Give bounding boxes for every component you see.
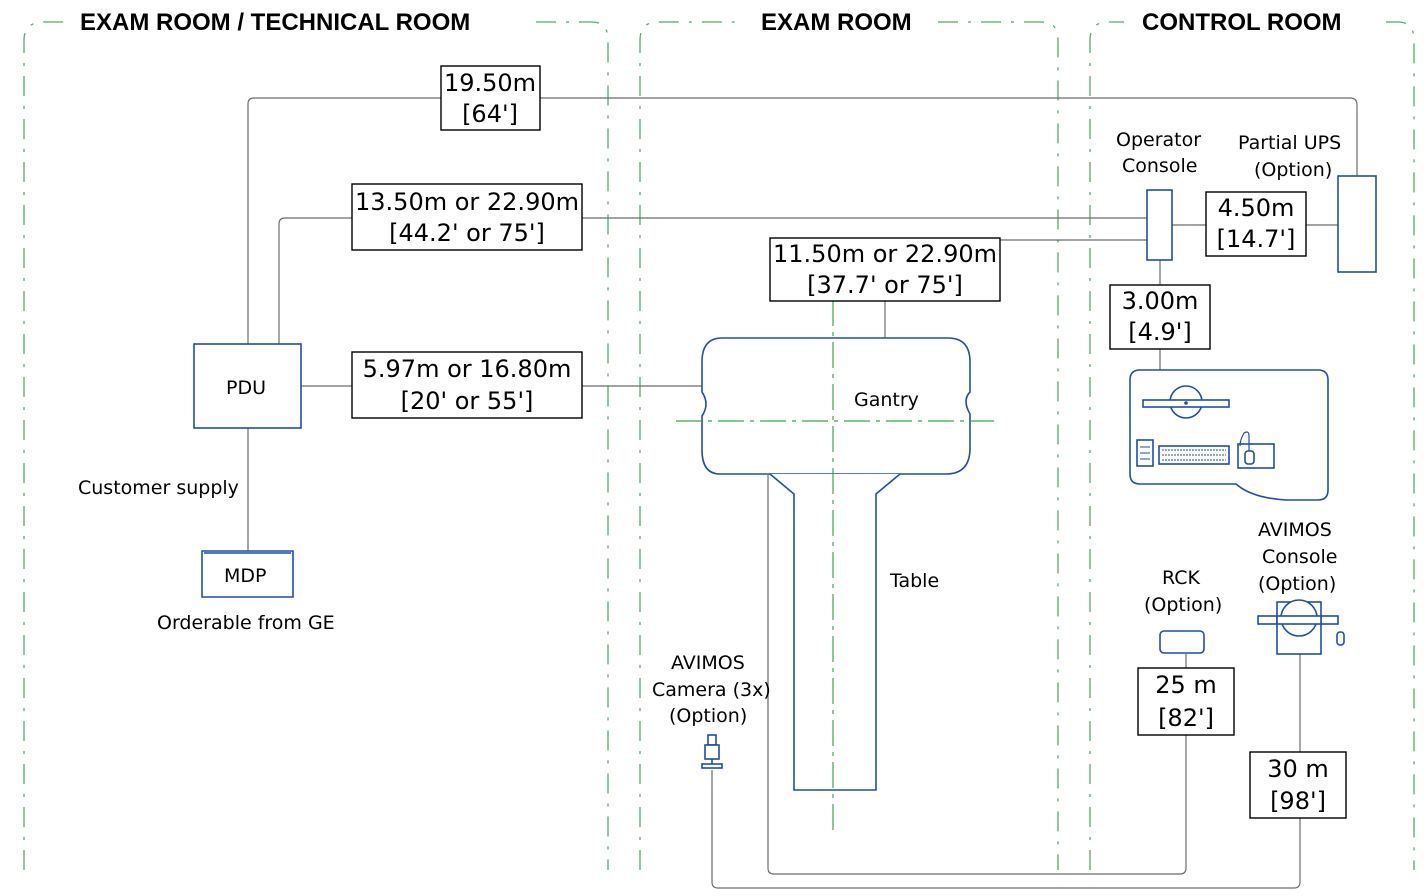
length-box-4-50: 4.50m [14.7']	[1205, 191, 1307, 257]
room-right-boundary-b	[1386, 21, 1415, 870]
room-left-boundary-a	[23, 21, 66, 870]
rck-label-1: RCK	[1162, 567, 1201, 589]
cable-table-rck	[767, 475, 1187, 875]
length-19-50-metric: 19.50m	[444, 69, 536, 97]
mdp-note: Orderable from GE	[157, 612, 335, 634]
length-4-50-imperial: [14.7']	[1217, 225, 1296, 253]
avimos-mouse-icon	[1336, 631, 1345, 646]
length-25m-metric: 25 m	[1155, 671, 1217, 699]
rck-box	[1159, 630, 1205, 654]
room-right-boundary-a	[1089, 21, 1124, 870]
avimos-console-label-3: (Option)	[1258, 573, 1336, 595]
length-box-30m-frame	[1249, 751, 1347, 819]
length-box-11-50: 11.50m or 22.90m [37.7' or 75']	[769, 237, 1001, 302]
operator-console-box	[1146, 189, 1173, 261]
avimos-camera-label-2: Camera (3x)	[652, 679, 771, 701]
length-box-25m: 25 m [82']	[1137, 667, 1235, 736]
cables	[247, 97, 1358, 889]
length-5-97-metric: 5.97m or 16.80m	[363, 355, 572, 383]
operator-console-label-1: Operator	[1116, 129, 1201, 151]
length-box-5-97: 5.97m or 16.80m [20' or 55']	[351, 351, 583, 419]
operator-desk-outline	[1129, 369, 1329, 501]
partial-ups-label-1: Partial UPS	[1238, 132, 1341, 154]
room-header-middle: EXAM ROOM	[761, 9, 912, 36]
room-header-left: EXAM ROOM / TECHNICAL ROOM	[80, 9, 470, 36]
length-box-19-50: 19.50m [64']	[440, 65, 541, 131]
avimos-console-label-1: AVIMOS	[1258, 519, 1332, 541]
room-middle-boundary-a	[639, 21, 740, 870]
cable-pdu-ups	[247, 97, 1358, 344]
operator-console-label-2: Console	[1122, 155, 1197, 177]
rck-label-2: (Option)	[1144, 594, 1222, 616]
mdp-label: MDP	[224, 565, 266, 587]
length-3-00-imperial: [4.9']	[1128, 318, 1192, 346]
length-box-11-50-frame	[769, 237, 1001, 302]
pdu-label: PDU	[226, 377, 266, 399]
length-box-3-00: 3.00m [4.9']	[1109, 284, 1211, 350]
room-boundaries	[23, 21, 1415, 870]
length-box-4-50-frame	[1205, 191, 1307, 257]
customer-supply-label: Customer supply	[78, 477, 239, 499]
length-30m-metric: 30 m	[1267, 755, 1329, 783]
mouse-cable-icon	[1239, 431, 1250, 451]
avimos-console-icon	[1257, 599, 1345, 655]
length-box-13-50: 13.50m or 22.90m [44.2' or 75']	[351, 183, 583, 251]
length-11-50-metric: 11.50m or 22.90m	[773, 240, 997, 268]
avimos-camera-label-3: (Option)	[669, 705, 747, 727]
length-13-50-metric: 13.50m or 22.90m	[355, 188, 579, 216]
avimos-console-label-2: Console	[1262, 546, 1337, 568]
gantry-table-group	[676, 300, 994, 830]
partial-ups-box	[1337, 175, 1377, 273]
room-left-boundary-b	[536, 21, 609, 870]
length-30m-imperial: [98']	[1270, 787, 1326, 815]
length-box-30m: 30 m [98']	[1249, 751, 1347, 819]
camera-head-icon	[707, 734, 717, 746]
camera-icon	[701, 734, 723, 769]
camera-body-icon	[704, 744, 720, 760]
length-box-25m-frame	[1137, 667, 1235, 736]
pdu-box	[193, 343, 302, 429]
table-label: Table	[889, 570, 939, 592]
partial-ups-label-2: (Option)	[1254, 159, 1332, 181]
length-box-3-00-frame	[1109, 284, 1211, 350]
room-middle-boundary-b	[938, 21, 1059, 870]
cable-camera-avimos	[711, 654, 1301, 889]
length-19-50-imperial: [64']	[462, 100, 518, 128]
gantry	[701, 337, 971, 475]
mdp-box	[201, 550, 294, 598]
mouse-icon	[1244, 450, 1255, 465]
operator-desk	[1129, 369, 1329, 501]
length-25m-imperial: [82']	[1158, 704, 1214, 732]
monitor-dot-icon	[1184, 401, 1188, 405]
length-4-50-metric: 4.50m	[1218, 194, 1295, 222]
avimos-camera-label-1: AVIMOS	[671, 652, 745, 674]
length-3-00-metric: 3.00m	[1122, 287, 1199, 315]
camera-base-icon	[701, 763, 723, 769]
length-5-97-imperial: [20' or 55']	[401, 387, 534, 415]
length-11-50-imperial: [37.7' or 75']	[807, 271, 963, 299]
cable-pdu-console	[278, 217, 1147, 344]
length-13-50-imperial: [44.2' or 75']	[389, 219, 545, 247]
room-header-right: CONTROL ROOM	[1142, 9, 1342, 36]
length-box-19-50-frame	[440, 65, 541, 131]
avimos-bar-icon	[1276, 615, 1322, 625]
length-box-5-97-frame	[351, 351, 583, 419]
length-box-13-50-frame	[351, 183, 583, 251]
patient-table	[769, 473, 901, 791]
mouse-pad-icon	[1237, 443, 1275, 469]
gantry-label: Gantry	[854, 389, 919, 411]
